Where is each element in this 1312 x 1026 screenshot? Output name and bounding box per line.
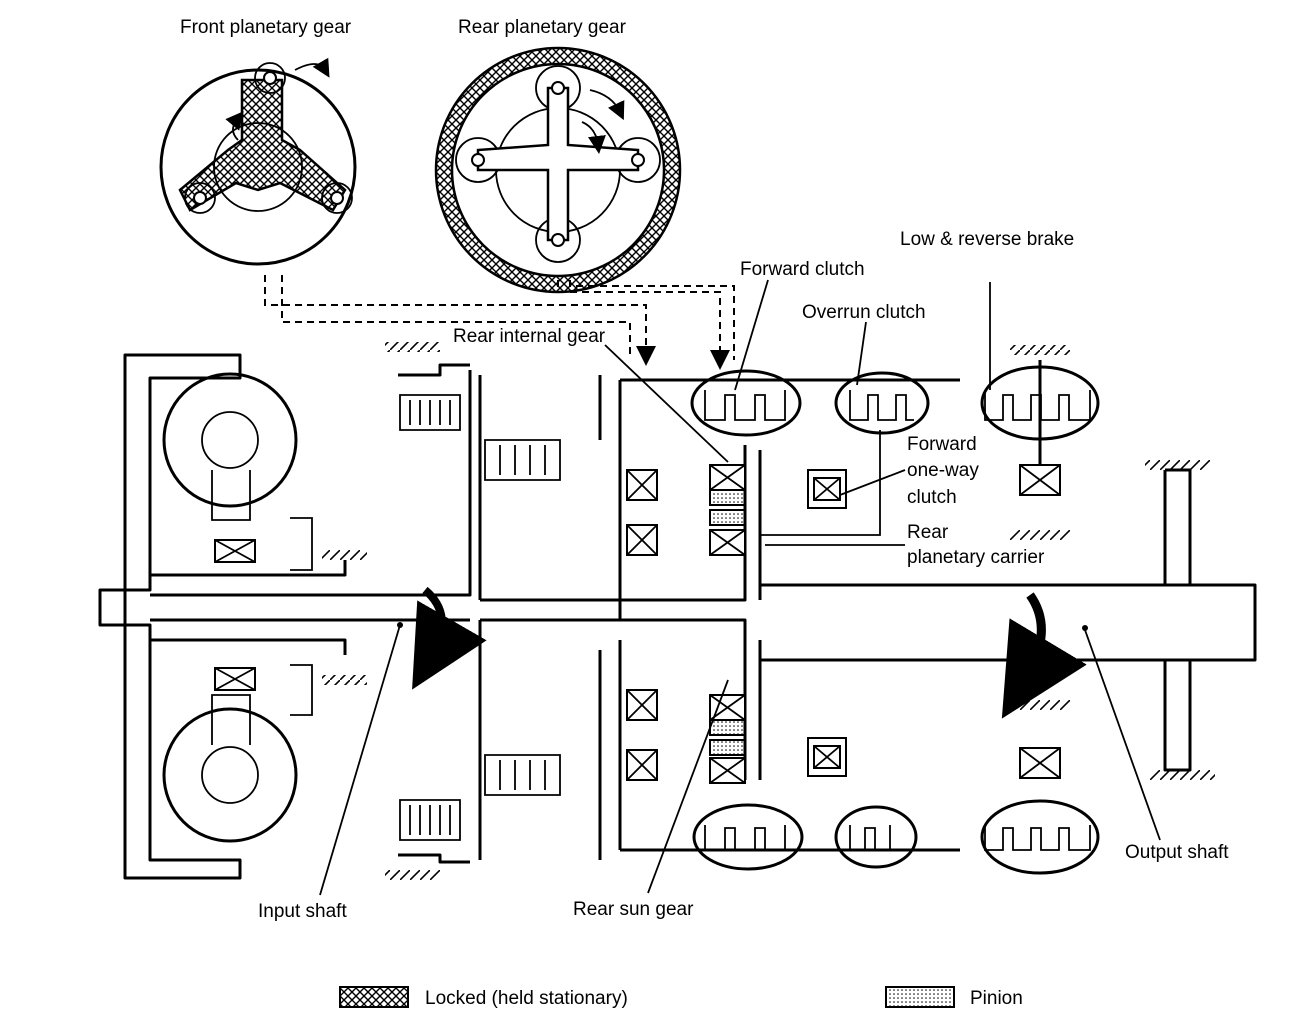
overrun-clutch [834,371,930,869]
forward-one-way-clutch-leader [839,469,906,496]
forward-clutch-label: Forward clutch [740,259,865,280]
torque-converter [98,353,367,880]
rear-planetary-gear-label: Rear planetary gear [458,17,627,38]
output-shaft-leader [1084,629,1161,841]
legend-pinion-label: Pinion [970,988,1023,1009]
rear-internal-gear-label: Rear internal gear [453,326,606,347]
overrun-clutch-label: Overrun clutch [802,302,926,323]
legend: Locked (held stationary) Pinion [339,986,1023,1009]
planetary-carrier-section [480,378,960,852]
forward-one-way-clutch-label-1: Forward [907,434,977,455]
output-shaft-label: Output shaft [1125,842,1229,863]
front-planetary-gear [159,57,357,266]
input-shaft-leader [319,624,401,896]
forward-clutch [690,369,804,871]
input-shaft-label: Input shaft [258,901,347,922]
low-reverse-brake-label: Low & reverse brake [900,229,1074,250]
pinion-swatch [885,986,955,1008]
forward-one-way-clutch-label-3: clutch [907,487,957,508]
rear-planetary-gear [434,46,682,294]
locked-swatch [339,986,409,1008]
front-clutch-lower [385,620,602,880]
dashed-connectors [264,275,735,370]
output-shaft [760,460,1257,780]
forward-one-way-clutch-label-2: one-way [907,460,979,481]
rear-planetary-carrier-label-2: planetary carrier [907,547,1045,568]
rear-planetary-carrier-label-1: Rear [907,522,949,543]
overrun-clutch-leader [856,321,867,386]
rear-internal-gear-leader [604,344,729,463]
forward-one-way-clutch [807,469,847,777]
rear-sun-gear-leader [647,679,729,894]
front-clutch-upper [385,342,602,600]
rear-sun-gear-label: Rear sun gear [573,899,694,920]
legend-locked-label: Locked (held stationary) [425,988,628,1009]
front-planetary-gear-label: Front planetary gear [180,17,352,38]
input-shaft [150,370,487,690]
forward-clutch-leader [734,279,769,391]
